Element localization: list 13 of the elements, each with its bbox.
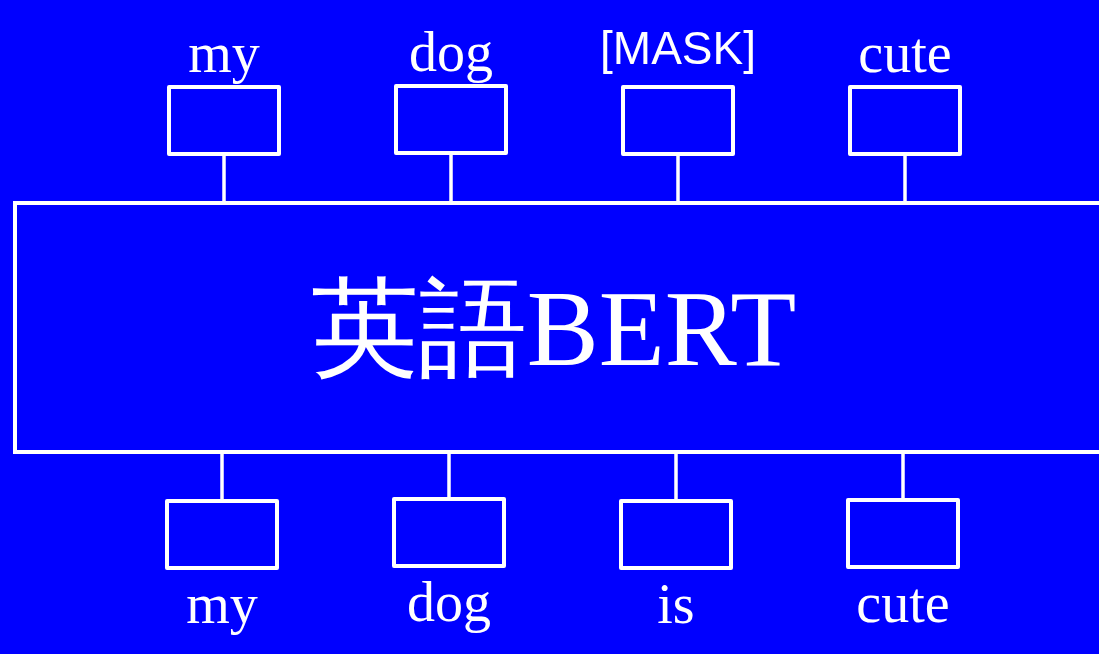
connector-line xyxy=(676,156,680,201)
connector-line xyxy=(220,454,224,499)
token-word: cute xyxy=(855,575,951,631)
connector-line xyxy=(901,454,905,498)
token-word: cute xyxy=(857,25,953,81)
connector-line xyxy=(674,454,678,499)
connector-line xyxy=(903,156,907,201)
connector-line xyxy=(449,155,453,201)
token-word: is xyxy=(656,576,696,632)
connector-line xyxy=(447,454,451,497)
model-title: 英語BERT xyxy=(309,275,798,383)
connector-line xyxy=(222,156,226,201)
model-box xyxy=(13,201,1099,454)
